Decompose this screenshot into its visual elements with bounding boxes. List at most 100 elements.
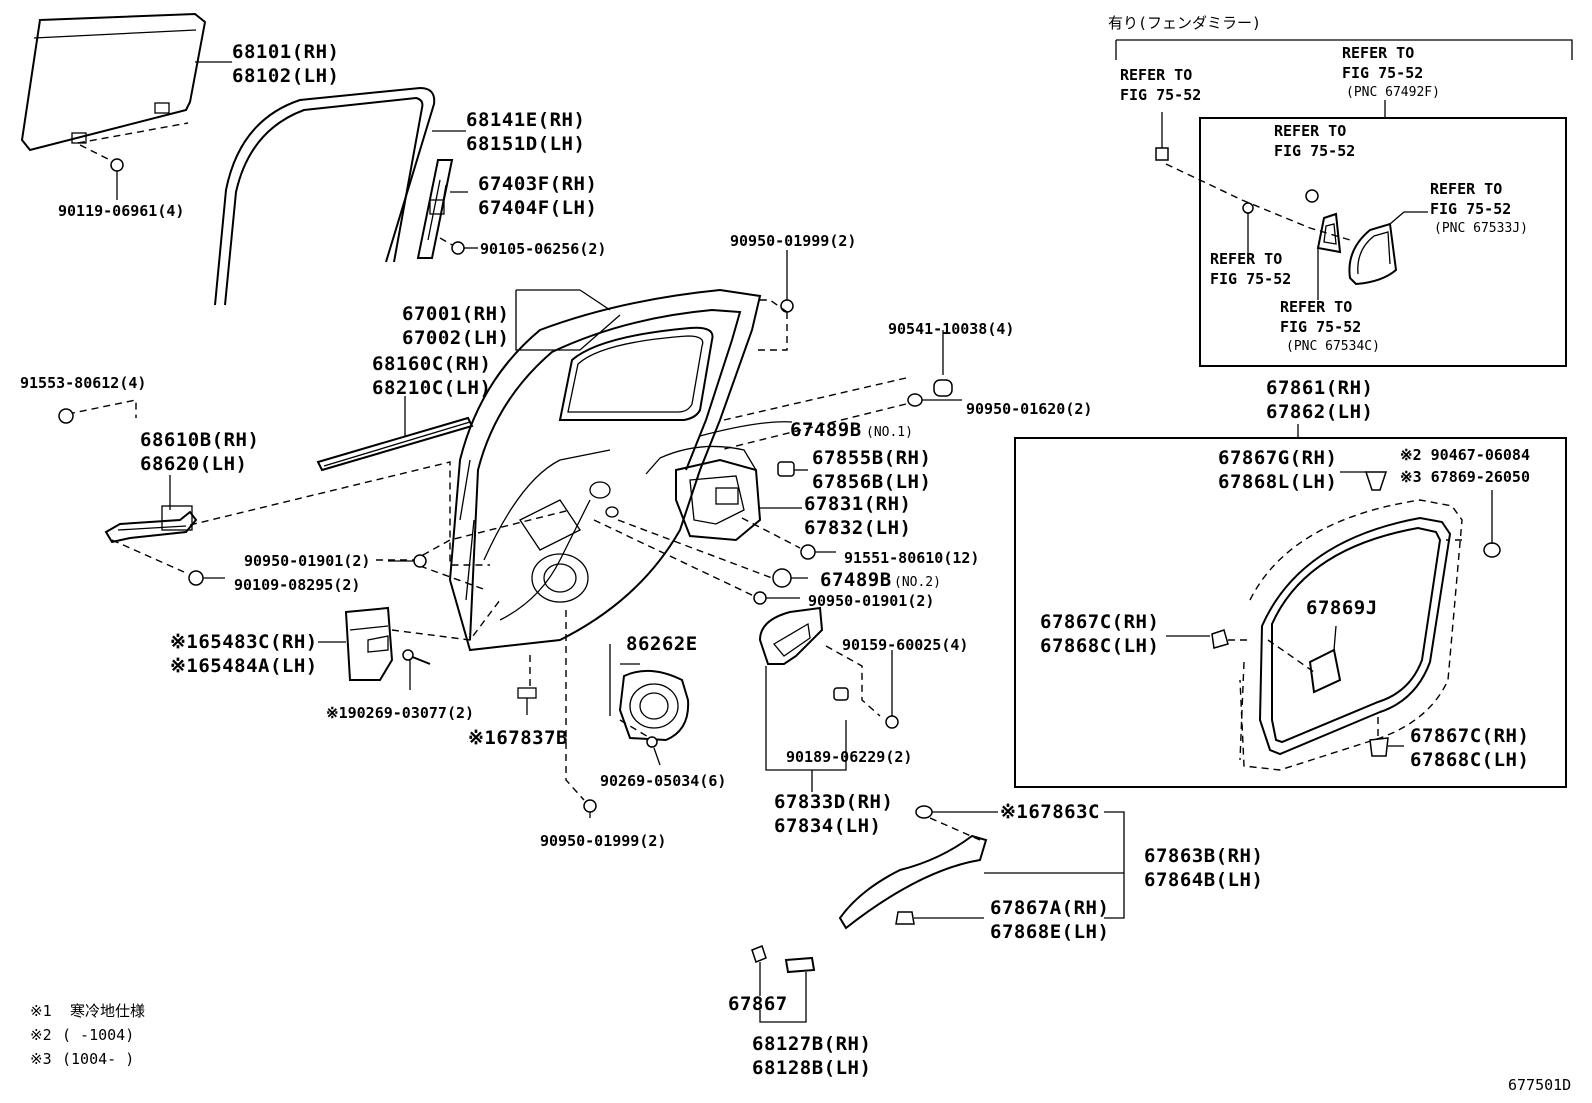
part-label: 67861(RH) [1266, 377, 1373, 399]
refer-label: REFER TO [1120, 66, 1192, 84]
legend-text: 寒冷地仕様 [70, 1002, 145, 1020]
figure-code: 677501D [1508, 1076, 1571, 1094]
grommet-icon [780, 250, 794, 313]
mirror-base [1316, 212, 1342, 254]
part-label: 67867 [728, 993, 788, 1015]
refer-label: FIG 75-52 [1342, 64, 1423, 82]
part-label: ※190269-03077(2) [326, 704, 474, 722]
part-label: 68210C(LH) [372, 377, 491, 399]
part-label: 86262E [626, 633, 698, 655]
refer-label: FIG 75-52 [1120, 86, 1201, 104]
clip-icon [1483, 490, 1501, 558]
door-lock [645, 445, 762, 542]
grommet-icon [583, 799, 597, 818]
part-label: 68141E(RH) [466, 109, 585, 131]
division-bar [416, 159, 454, 259]
clip-icon [895, 911, 984, 925]
bolt-icon [741, 517, 836, 560]
part-label: 90950-01999(2) [730, 232, 856, 250]
part-label: 90119-06961(4) [58, 202, 184, 220]
part-label: 68128B(LH) [752, 1057, 871, 1079]
part-label: 67489B [820, 569, 892, 591]
plug-icon [772, 568, 808, 588]
cushion-icon [933, 330, 953, 397]
refer-label: REFER TO [1280, 298, 1352, 316]
screw-icon [885, 650, 899, 729]
part-note: (NO.2) [894, 575, 941, 590]
legend-text: ( -1004) [62, 1026, 134, 1044]
part-label: 90950-01999(2) [540, 832, 666, 850]
refer-label: FIG 75-52 [1210, 270, 1291, 288]
part-label: 90269-05034(6) [600, 772, 726, 790]
nut-icon [1155, 112, 1169, 161]
part-label: 68102(LH) [232, 65, 339, 87]
grommet-icon [388, 554, 427, 568]
part-label: 67834(LH) [774, 815, 881, 837]
part-label: 67855B(RH) [812, 447, 931, 469]
part-label: 67867G(RH) [1218, 447, 1337, 469]
bolt-icon [188, 570, 225, 586]
legend-mark: ※3 [30, 1050, 52, 1068]
part-label: 67404F(LH) [478, 197, 597, 219]
part-label: 90950-01901(2) [244, 552, 370, 570]
bolt-icon [110, 158, 124, 200]
part-label: 67831(RH) [804, 493, 911, 515]
part-label: 68127B(RH) [752, 1033, 871, 1055]
refer-label: (PNC 67492F) [1346, 85, 1440, 100]
option-inset-box [1199, 117, 1567, 367]
harness-cover [344, 606, 394, 681]
option-header: 有り(フェンダミラー) [1108, 14, 1261, 32]
part-label: 67867A(RH) [990, 897, 1109, 919]
part-label: 67864B(LH) [1144, 869, 1263, 891]
refer-label: FIG 75-52 [1274, 142, 1355, 160]
part-label: 68101(RH) [232, 41, 339, 63]
part-label: ※3 67869-26050 [1400, 468, 1530, 486]
refer-label: (PNC 67534C) [1286, 339, 1380, 354]
part-label: ※167863C [1000, 801, 1100, 823]
part-label: 67867C(RH) [1040, 611, 1159, 633]
clip-icon [1340, 471, 1388, 491]
part-label: 67001(RH) [402, 303, 509, 325]
part-label: 90541-10038(4) [888, 320, 1014, 338]
part-label: 67833D(RH) [774, 791, 893, 813]
part-label: 90105-06256(2) [480, 240, 606, 258]
refer-label: FIG 75-52 [1430, 200, 1511, 218]
part-label: 68620(LH) [140, 453, 247, 475]
grommet-icon [753, 591, 800, 605]
cap-icon [777, 461, 808, 477]
part-label: 67868C(LH) [1410, 749, 1529, 771]
refer-label: REFER TO [1210, 250, 1282, 268]
spacer-icon [1308, 648, 1342, 694]
part-label: 67868C(LH) [1040, 635, 1159, 657]
screw-icon [646, 736, 661, 766]
clip-icon [751, 945, 767, 963]
oring-icon [907, 393, 962, 407]
part-label: ※165484A(LH) [170, 655, 318, 677]
speaker [618, 669, 690, 742]
part-label: 91551-80610(12) [844, 549, 979, 567]
part-label: 68610B(RH) [140, 429, 259, 451]
fender-mirror [1348, 222, 1398, 286]
part-label: 67856B(LH) [812, 471, 931, 493]
legend-mark: ※1 [30, 1002, 52, 1020]
step-scuff [838, 834, 988, 930]
refer-label: REFER TO [1274, 122, 1346, 140]
part-label: 68160C(RH) [372, 353, 491, 375]
bolt-icon [58, 408, 74, 424]
screw-icon [1242, 202, 1254, 254]
clip-icon [915, 805, 998, 819]
refer-label: (PNC 67533J) [1434, 221, 1528, 236]
door-panel [448, 288, 762, 652]
part-label: ※2 90467-06084 [1400, 446, 1530, 464]
part-label: 90159-60025(4) [842, 636, 968, 654]
belt-moulding [316, 416, 474, 472]
refer-label: FIG 75-52 [1280, 318, 1361, 336]
part-label: 67862(LH) [1266, 401, 1373, 423]
screw-icon [833, 687, 849, 701]
part-label: 68151D(LH) [466, 133, 585, 155]
door-check [104, 505, 198, 544]
screw-icon [402, 649, 431, 690]
part-label: 67403F(RH) [478, 173, 597, 195]
